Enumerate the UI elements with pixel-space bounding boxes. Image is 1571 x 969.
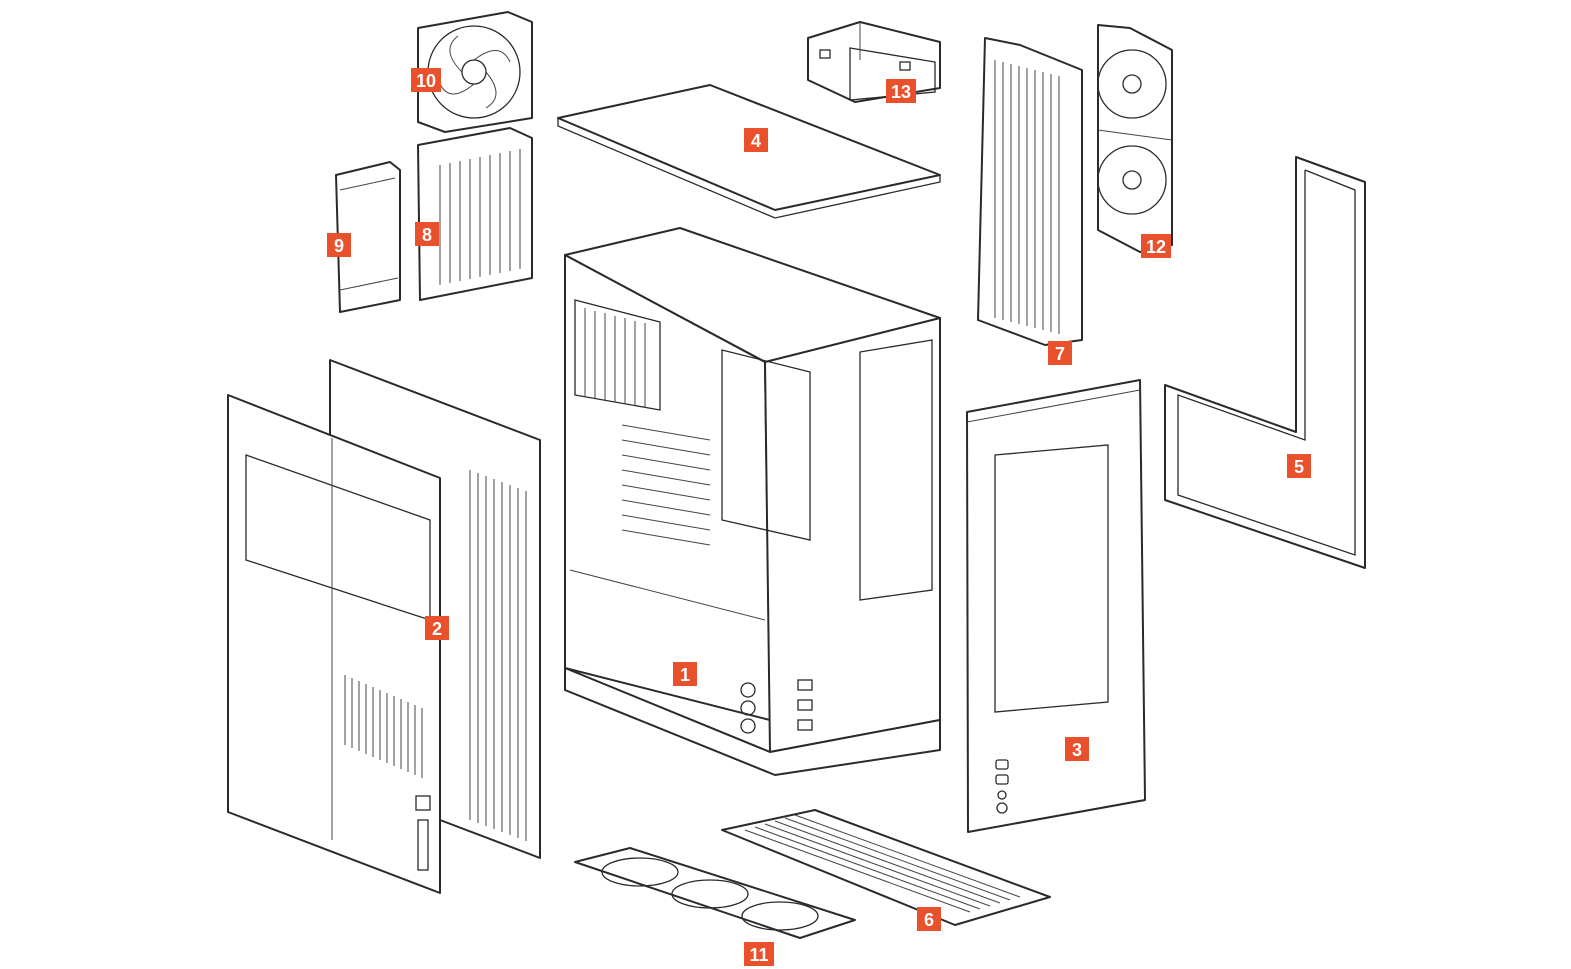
part-label-1: 1 bbox=[673, 662, 697, 686]
part-label-3: 3 bbox=[1065, 737, 1089, 761]
part-label-6: 6 bbox=[917, 907, 941, 931]
part-label-13: 13 bbox=[886, 79, 916, 103]
part-label-4: 4 bbox=[744, 128, 768, 152]
part-drive-cage bbox=[807, 21, 941, 103]
part-label-12-bg bbox=[1141, 234, 1171, 258]
part-label-3-text: 3 bbox=[1072, 740, 1082, 760]
part-label-11-bg bbox=[744, 942, 774, 966]
part-label-5-text: 5 bbox=[1294, 457, 1304, 477]
part-rear-cover-plate bbox=[335, 161, 401, 313]
part-label-6-bg bbox=[917, 907, 941, 931]
part-label-9: 9 bbox=[327, 233, 351, 257]
part-chassis bbox=[564, 227, 941, 776]
part-label-10-bg bbox=[411, 68, 441, 92]
part-label-7-bg bbox=[1048, 341, 1072, 365]
part-label-13-text: 13 bbox=[891, 82, 911, 102]
part-rear-fan-cover bbox=[417, 127, 533, 301]
part-label-10: 10 bbox=[411, 68, 441, 92]
part-side-radiator-bracket bbox=[977, 37, 1083, 346]
part-label-3-bg bbox=[1065, 737, 1089, 761]
part-label-9-text: 9 bbox=[334, 236, 344, 256]
part-right-side-panel bbox=[1164, 156, 1366, 569]
part-label-9-bg bbox=[327, 233, 351, 257]
part-label-10-text: 10 bbox=[416, 71, 436, 91]
part-label-8-text: 8 bbox=[422, 225, 432, 245]
part-label-5-bg bbox=[1287, 454, 1311, 478]
part-label-7: 7 bbox=[1048, 341, 1072, 365]
part-label-6-text: 6 bbox=[924, 910, 934, 930]
part-label-11-text: 11 bbox=[749, 945, 768, 965]
part-label-2-bg bbox=[425, 616, 449, 640]
part-label-8-bg bbox=[415, 222, 439, 246]
part-label-1-bg bbox=[673, 662, 697, 686]
part-label-12: 12 bbox=[1141, 234, 1171, 258]
part-bottom-fan-tray bbox=[574, 847, 856, 939]
part-label-4-bg bbox=[744, 128, 768, 152]
part-label-2-text: 2 bbox=[432, 619, 442, 639]
part-label-12-text: 12 bbox=[1146, 237, 1166, 257]
part-label-5: 5 bbox=[1287, 454, 1311, 478]
part-side-fans bbox=[1097, 24, 1173, 253]
part-label-13-bg bbox=[886, 79, 916, 103]
part-label-2: 2 bbox=[425, 616, 449, 640]
part-label-4-text: 4 bbox=[751, 131, 761, 151]
part-bottom-cover bbox=[721, 809, 1051, 926]
part-front-panel bbox=[966, 379, 1146, 833]
part-left-side-panel bbox=[227, 359, 541, 894]
part-label-7-text: 7 bbox=[1055, 344, 1065, 364]
part-label-11: 11 bbox=[744, 942, 774, 966]
part-label-8: 8 bbox=[415, 222, 439, 246]
part-label-1-text: 1 bbox=[680, 665, 690, 685]
